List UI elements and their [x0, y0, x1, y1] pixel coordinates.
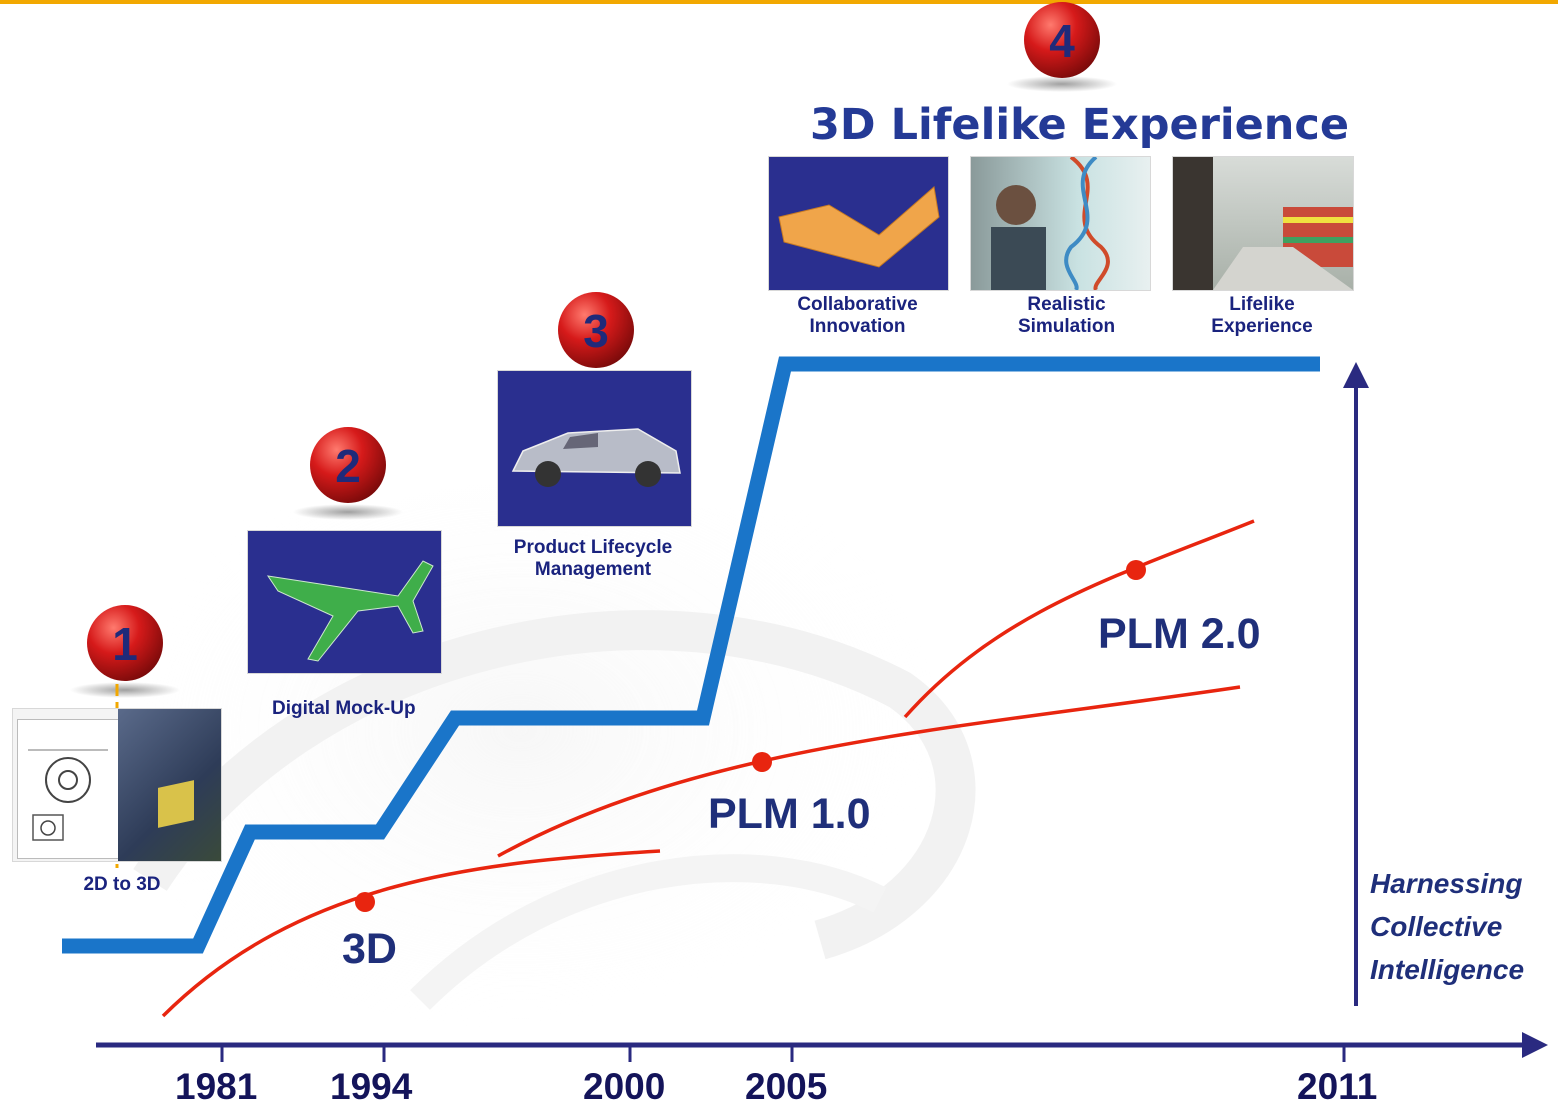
year-1981: 1981 — [175, 1066, 258, 1107]
caption-collaborative-line1: Collaborative — [797, 294, 918, 315]
year-1994: 1994 — [330, 1066, 413, 1107]
image-product-lifecycle — [497, 370, 692, 527]
evolution-step-line — [62, 356, 1320, 954]
engine-drawing-icon — [28, 749, 108, 841]
side-text-line3: Intelligence — [1370, 954, 1525, 985]
collaboration-board-icon — [778, 186, 940, 268]
drawing-panel — [17, 719, 119, 859]
caption-product-lifecycle-line2: Management — [534, 559, 652, 580]
caption-lifelike-experience: Lifelike Experience — [1172, 294, 1352, 338]
caption-realistic-line1: Realistic — [1027, 294, 1106, 315]
store-shopper-icon — [1173, 157, 1353, 290]
curve-plm-2 — [903, 519, 1255, 719]
image-digital-mockup — [247, 530, 442, 674]
car-icon — [511, 428, 681, 487]
label-plm-1: PLM 1.0 — [708, 790, 871, 838]
3d-panel — [118, 709, 221, 861]
experience-title: 3D Lifelike Experience — [810, 100, 1350, 150]
label-plm-2: PLM 2.0 — [1098, 610, 1261, 658]
caption-realistic-line2: Simulation — [1017, 316, 1116, 337]
milestone-badge-4: 4 — [1007, 2, 1117, 92]
caption-collaborative-line2: Innovation — [809, 316, 906, 337]
side-text-line1: Harnessing — [1370, 868, 1523, 899]
label-3d: 3D — [342, 925, 397, 973]
side-text-line2: Collective — [1370, 911, 1503, 942]
image-collaborative-innovation — [768, 156, 949, 291]
year-2000: 2000 — [583, 1066, 666, 1107]
milestone-number-2: 2 — [335, 440, 361, 492]
dna-helix-icon — [991, 157, 1110, 290]
image-realistic-simulation — [970, 156, 1151, 291]
curve-plm-2-dot — [1126, 560, 1146, 580]
caption-product-lifecycle: Product Lifecycle Management — [488, 537, 698, 581]
curve-3d-dot — [355, 892, 375, 912]
year-2011: 2011 — [1297, 1066, 1378, 1107]
airplane-icon — [266, 560, 434, 662]
caption-collaborative-innovation: Collaborative Innovation — [768, 294, 947, 338]
milestone-badge-2: 2 — [293, 427, 403, 520]
caption-realistic-simulation: Realistic Simulation — [970, 294, 1163, 338]
curve-3d — [161, 849, 661, 1018]
milestone-number-1: 1 — [112, 618, 138, 670]
time-axis — [96, 1032, 1548, 1062]
image-lifelike-experience — [1172, 156, 1354, 291]
caption-2d-to-3d: 2D to 3D — [83, 874, 161, 895]
vertical-arrow — [1343, 362, 1369, 1006]
image-2d-to-3d — [12, 708, 222, 862]
side-text: Harnessing Collective Intelligence — [1370, 862, 1524, 991]
caption-lifelike-line1: Lifelike — [1229, 294, 1295, 315]
caption-lifelike-line2: Experience — [1211, 316, 1313, 337]
milestone-badge-1: 1 — [70, 605, 180, 698]
curve-plm-1-dot — [752, 752, 772, 772]
caption-product-lifecycle-line1: Product Lifecycle — [513, 537, 673, 558]
milestone-number-4: 4 — [1049, 15, 1075, 67]
milestone-number-3: 3 — [583, 305, 609, 357]
3d-part-shape — [158, 780, 194, 828]
curve-plm-1 — [497, 685, 1241, 858]
year-2005: 2005 — [745, 1066, 828, 1107]
caption-digital-mockup: Digital Mock-Up — [272, 698, 416, 719]
